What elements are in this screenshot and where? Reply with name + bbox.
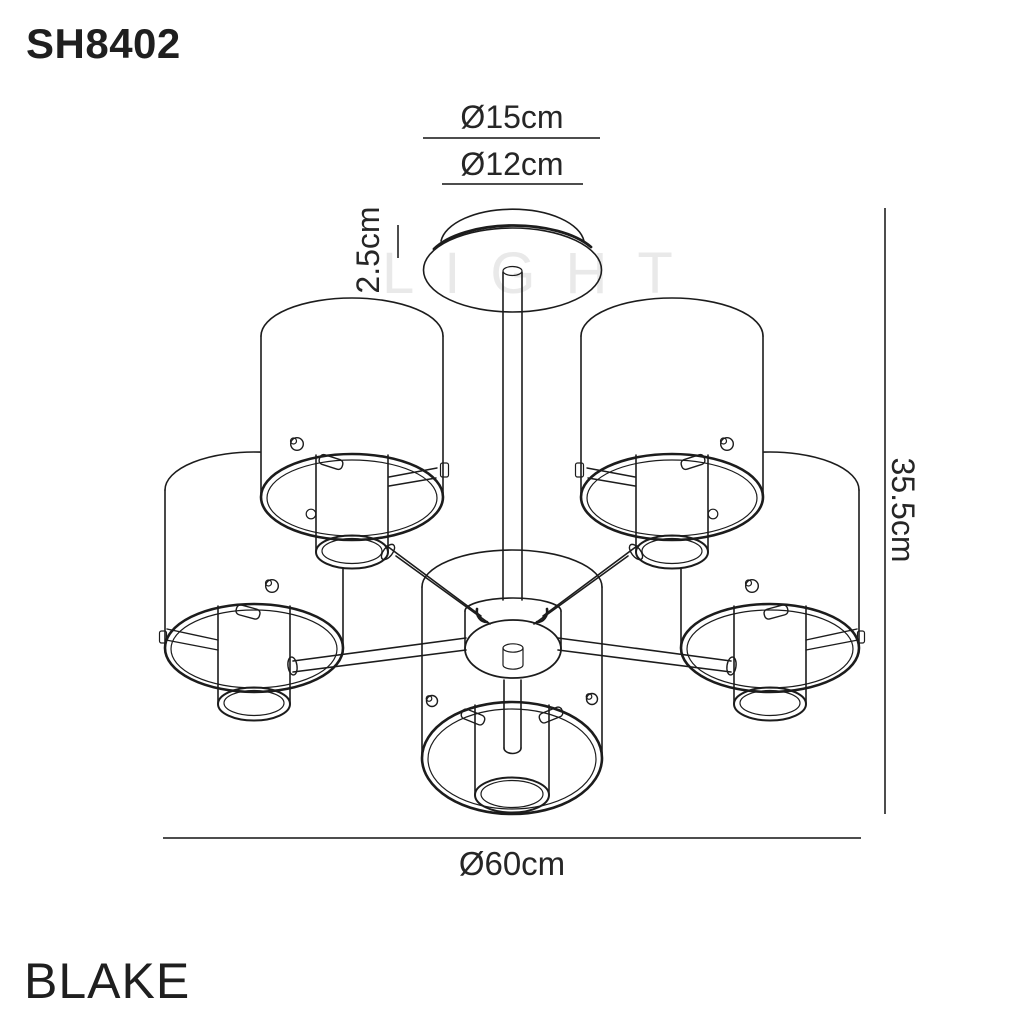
shade-left [158,451,345,722]
product-code: SH8402 [26,20,181,67]
dim-canopy-outer-diameter: Ø15cm [460,99,564,135]
canopy [422,208,603,313]
dim-line-canopy-height [397,225,399,258]
shade-top-right [574,297,765,570]
shade-bottom [420,549,604,816]
screw-icon [585,692,599,706]
screw-icon [290,437,305,452]
watermark-text: LIGHT [382,241,703,306]
screw-icon [265,579,280,594]
arm-right [557,637,737,676]
dim-line-canopy-inner [442,183,583,185]
arm-upper-right [533,543,644,625]
screw-icon [425,694,439,708]
shade-top-left [259,297,450,570]
product-name: BLAKE [24,953,191,1009]
shade-right [679,451,866,722]
arm-left [287,637,467,676]
dim-canopy-inner-diameter: Ø12cm [460,146,564,182]
dim-fixture-diameter: Ø60cm [458,845,566,882]
dim-canopy-height: 2.5cm [350,206,386,294]
stem-rod [502,271,523,601]
dim-fixture-height: 35.5cm [885,457,921,563]
central-hub [464,597,562,679]
screw-icon [720,437,735,452]
screw-icon [745,579,760,594]
dim-line-fixture-diameter [163,837,861,839]
dim-line-canopy-outer [423,137,600,139]
arm-upper-left [380,543,491,625]
dim-line-fixture-height [884,208,886,814]
